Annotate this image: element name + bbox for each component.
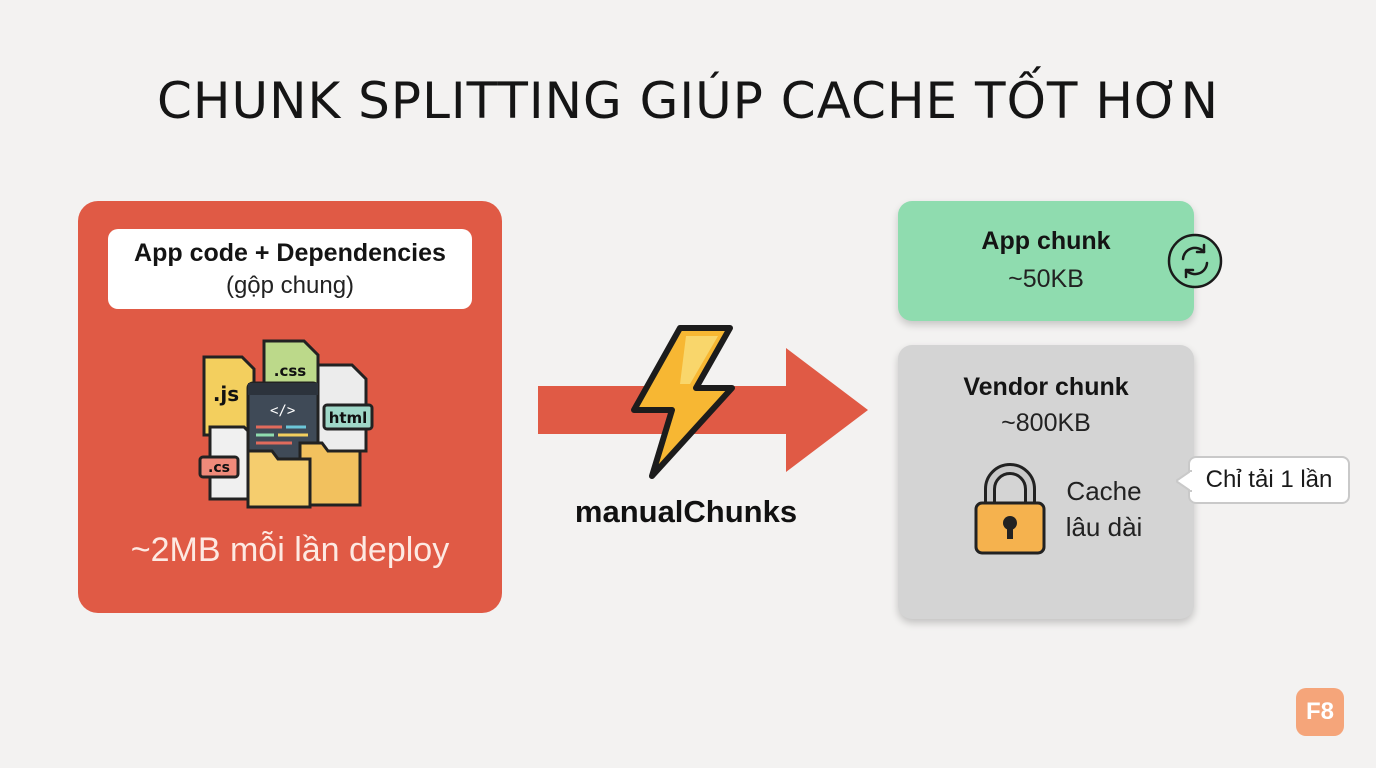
combined-bundle-label: App code + Dependencies [134,239,446,267]
html-file-icon: html [312,363,374,453]
callout-tail [1176,470,1192,492]
vendor-chunk-name: Vendor chunk [963,373,1129,401]
refresh-icon [1167,233,1223,289]
cache-note-line1: Cache [1066,476,1142,506]
cache-note-line2: lâu dài [1065,512,1143,542]
folder-icon [246,441,362,509]
file-tag-cs: .cs [208,460,230,476]
file-tag-html: html [329,409,368,427]
combined-bundle-sublabel: (gộp chung) [225,272,355,299]
file-tag-js: .js [213,382,239,406]
vendor-chunk-size: ~800KB [1001,409,1091,437]
combined-bundle-size: ~2MB mỗi lần deploy [130,531,450,569]
cs-file-icon: .cs [198,425,258,501]
combined-bundle-label-card: App code + Dependencies (gộp chung) [108,229,472,309]
app-chunk-size: ~50KB [1008,265,1084,293]
cache-note: Cache lâu dài [1048,473,1160,545]
combined-bundle-box: App code + Dependencies (gộp chung) html… [78,201,502,613]
download-once-text: Chỉ tải 1 lần [1205,466,1333,493]
js-file-icon: .js [202,355,256,437]
vendor-chunk-box: Vendor chunk ~800KB Cache lâu dài [898,345,1194,619]
files-bundle-icon: html .css .js .cs </> [198,339,374,509]
download-once-callout: Chỉ tải 1 lần [1176,456,1350,504]
lightning-bolt-icon [631,325,735,479]
diagram-title: CHUNK SPLITTING GIÚP CACHE TỐT HƠN [156,72,1220,130]
app-chunk-box: App chunk ~50KB [898,201,1223,321]
app-chunk-name: App chunk [981,227,1111,255]
lock-icon [974,463,1046,555]
f8-logo: F8 [1296,688,1344,736]
svg-text:</>: </> [270,403,295,419]
manual-chunks-label: manualChunks [574,494,798,529]
file-tag-css: .css [274,362,307,380]
